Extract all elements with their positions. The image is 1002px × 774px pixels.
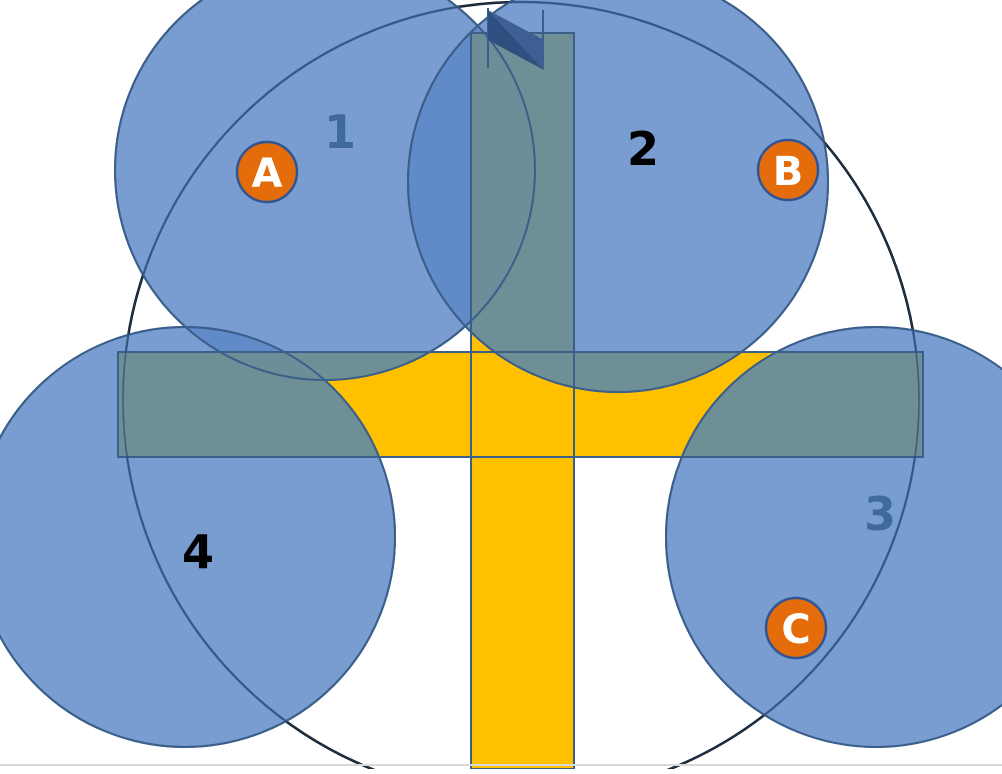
zone-label-1: 1 [324,105,356,159]
marker-c-label: C [781,607,810,653]
zone-label-4: 4 [182,525,214,579]
marker-c: C [764,596,828,660]
marker-a-label: A [252,151,283,197]
flag-icon [487,8,544,70]
boundary-circle-overlay [122,1,920,774]
zone-label-3: 3 [864,487,896,541]
zone-label-2: 2 [627,122,659,176]
marker-b: B [756,138,820,202]
marker-a: A [235,140,299,204]
marker-b-label: B [773,149,804,195]
